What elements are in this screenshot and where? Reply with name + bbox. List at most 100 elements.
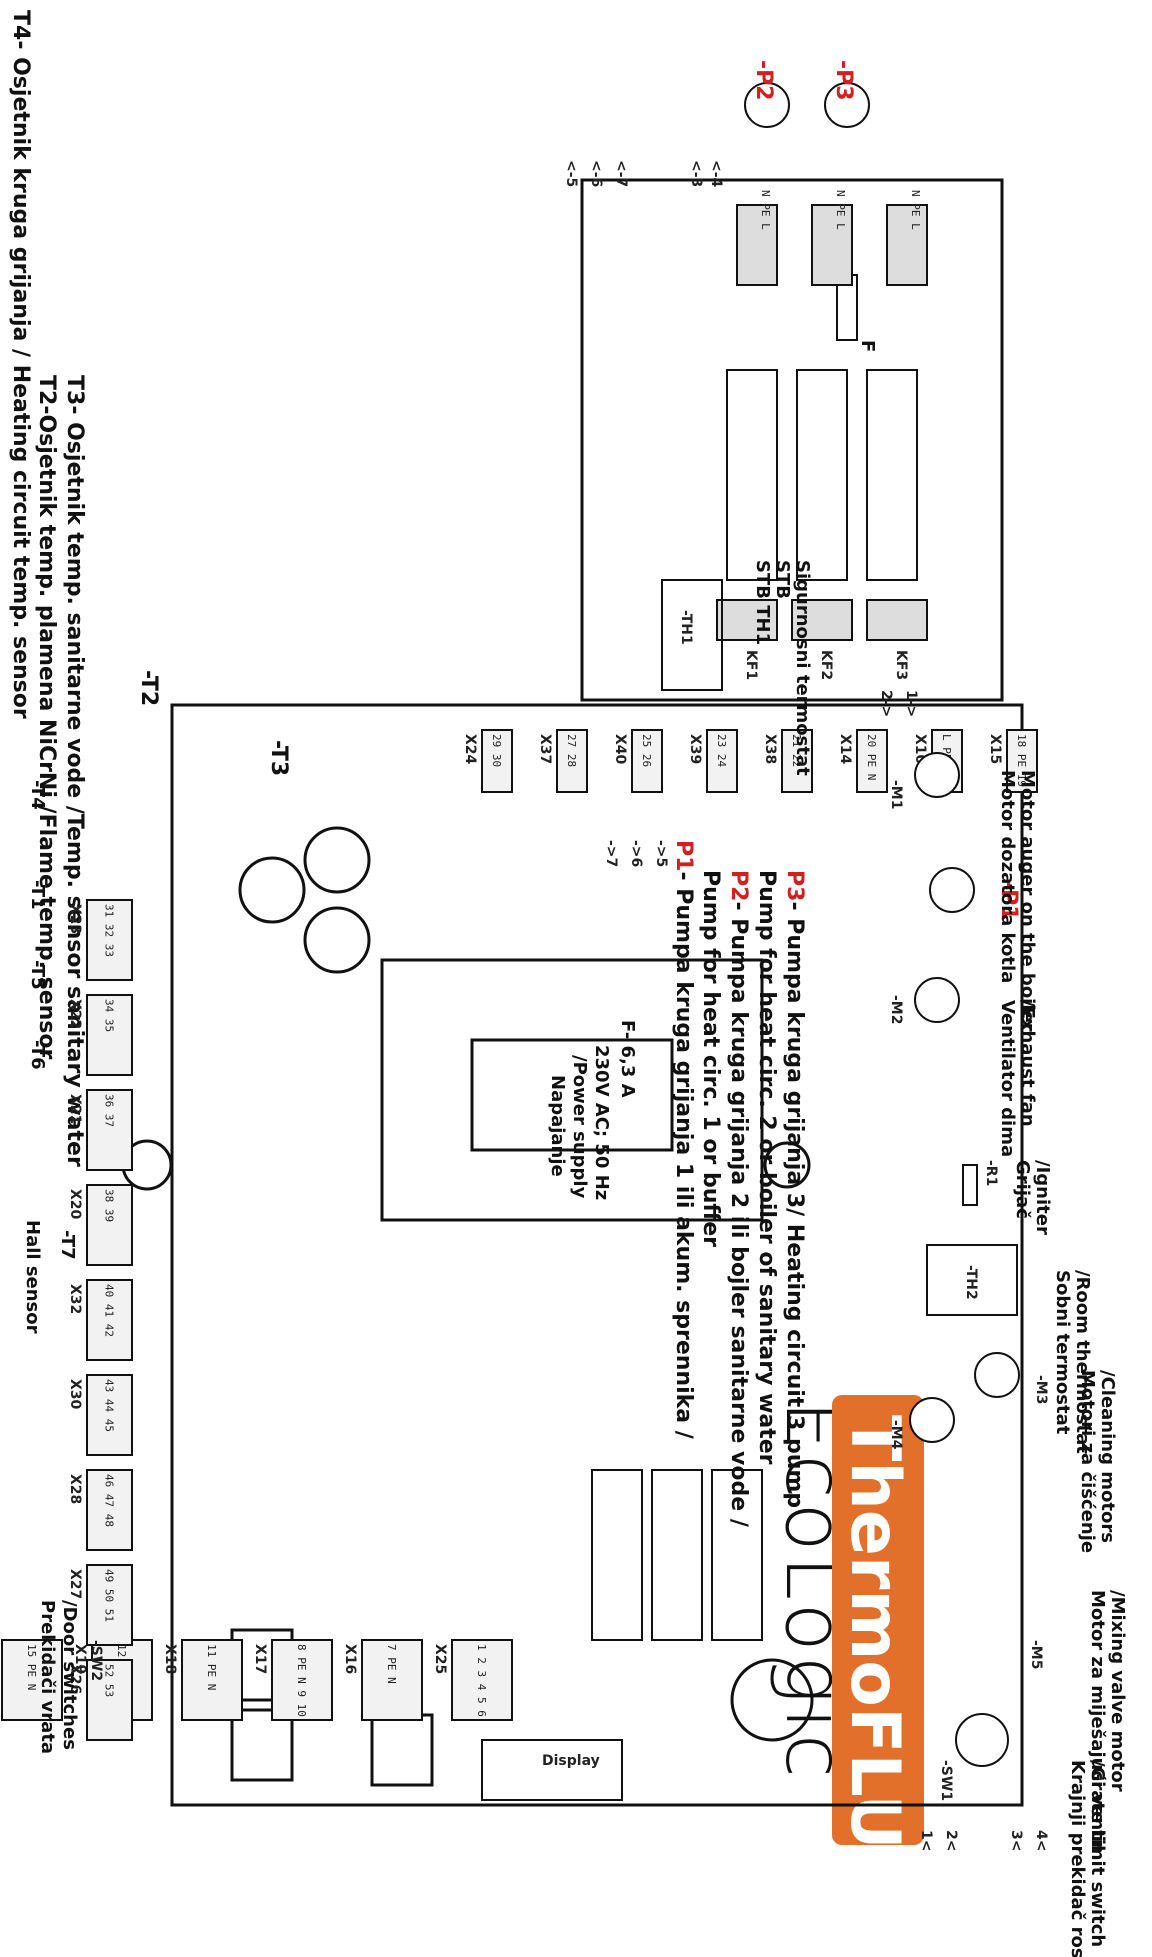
connector-body: [481, 729, 513, 793]
terminal-kf2: [791, 599, 853, 641]
legend-t2: T2-Osjetnik temp. plamena NiCrNi /Flame …: [34, 375, 59, 1060]
connector-name: X21: [67, 1094, 83, 1124]
board-relay-1: [711, 1469, 763, 1641]
display-connector: [481, 1739, 623, 1801]
legend: T4- Osjetnik kruga grijanja / Heating ci…: [8, 10, 87, 1167]
mixing-valve-motor-icon: [955, 1713, 1009, 1767]
stb-line3: Sigurnosni termostat: [792, 560, 813, 776]
rj-jack-3: [370, 1713, 434, 1787]
connector-body: [1006, 729, 1038, 793]
relay-board: F KF3 KF2 KF1 N PE L N PE L N PE L: [580, 178, 1004, 702]
connector-name: X32: [67, 1284, 83, 1314]
connector-pins: 7 PE N: [385, 1644, 398, 1684]
pump-p3-line1: - Pumpa kruga grijanja 3/ Heating circui…: [782, 901, 807, 1508]
terminal-kf3: [866, 599, 928, 641]
power-fuse: F- 6,3 A: [617, 1020, 638, 1098]
connector-name: X26: [67, 1664, 83, 1694]
connector-pins: 36 37: [103, 1094, 116, 1127]
grate-switch-code: -SW1: [938, 1760, 954, 1801]
relay-fuse-label: F: [857, 340, 878, 352]
cleaning-motors-line2: /Cleaning motors: [1097, 1370, 1118, 1543]
transformer: [380, 958, 764, 1222]
logo-thermoflux: ThermoFLUX: [835, 1415, 914, 1902]
connector-body: [181, 1639, 243, 1721]
connector-pins: 31 32 33: [103, 904, 116, 957]
connector-name: X27: [67, 1569, 83, 1599]
connector-pins: 25 26: [640, 734, 653, 767]
rj-jack-2: [230, 1708, 294, 1782]
connector-body: [86, 1564, 133, 1646]
connector-x11: X1115 PE N: [1, 1639, 63, 1721]
buzzer: [730, 1658, 814, 1742]
pump-p2-label: -P2: [751, 60, 776, 101]
svg-text:P2- Pumpa kruga grijanja 2 ili: P2- Pumpa kruga grijanja 2 ili bojler sa…: [726, 870, 751, 1528]
connector-body: [706, 729, 738, 793]
wire-ref-2: 2<: [943, 1830, 959, 1851]
legend-t4: T4- Osjetnik kruga grijanja / Heating ci…: [8, 10, 33, 719]
relay-ref-3: <-3: [688, 160, 704, 187]
connector-pins: 46 47 48: [103, 1474, 116, 1527]
relay-output-pins-3: N PE L: [759, 190, 772, 230]
wire-refs: 1< 2< 3< 4< <-5 <-6 <-7 <-3 <-4 2-> 1-> …: [563, 160, 1049, 1851]
connector-body: [86, 1089, 133, 1171]
grate-switch-line1: Krajnji prekidač rosta: [1067, 1760, 1088, 1957]
relay-right-ref-2: 2->: [878, 690, 894, 717]
mixing-valve-code: -M5: [1028, 1640, 1044, 1669]
connector-x21: X21 36 37: [67, 1089, 133, 1171]
cleaning-motor-m4-code: -M4: [888, 1420, 904, 1450]
relay-3: [866, 369, 918, 581]
connector-body: [86, 994, 133, 1076]
connector-pins: 29 30: [490, 734, 503, 767]
sensor-t6: -T6: [27, 1040, 48, 1070]
grate-switch-line2: /Grate limit switch: [1087, 1760, 1108, 1947]
x14-ref-7: ->7: [603, 840, 619, 867]
connector-body: [781, 729, 813, 793]
connector-pins: 8 PE N 9 10: [295, 1644, 308, 1717]
cleaning-motors-line1: Motori za čišćenje: [1077, 1370, 1098, 1553]
auger-motor-line2: Motor auger on the boiler: [1017, 770, 1038, 1032]
exhaust-fan-line2: /Exhaust fan: [1017, 1000, 1038, 1127]
connector-name: X15: [987, 734, 1003, 764]
connector-pins: 11 PE N: [205, 1644, 218, 1690]
pump-p2-line1: - Pumpa kruga grijanja 2 ili bojler sani…: [726, 901, 751, 1527]
capacitor-2: [303, 826, 371, 894]
connector-body: [86, 1659, 133, 1741]
relay-ref-7: <-7: [613, 160, 629, 187]
connector-pins: 20 PE N: [865, 734, 878, 780]
main-board: Display: [121, 703, 1024, 1807]
power-label-2: /Power supply: [569, 1055, 590, 1199]
x14-ref-6: ->6: [628, 840, 644, 867]
exhaust-fan-icon: [914, 977, 960, 1023]
sensor-t4: -T4: [27, 780, 48, 810]
connector-body: [86, 1279, 133, 1361]
connector-body: [856, 729, 888, 793]
relay-1: [726, 369, 778, 581]
connector-body: [361, 1639, 423, 1721]
connector-body: [86, 899, 133, 981]
relay-output-pins-2: N PE L: [834, 190, 847, 230]
legend-t3: T3- Osjetnik temp. sanitarne vode /Temp.…: [62, 375, 87, 1167]
cleaning-motor-m3-code: -M3: [1033, 1375, 1049, 1404]
wire-ref-3: 3<: [1008, 1830, 1024, 1851]
pump-p1-line1: - Pumpa kruga grijanja 1 ili akum. spren…: [671, 871, 696, 1439]
relay-board-outline: [580, 178, 1004, 702]
door-switch-code: -SW2: [88, 1640, 104, 1681]
connector-pins: 23 24: [715, 734, 728, 767]
cleaning-motor-m3-icon: [974, 1352, 1020, 1398]
connector-pins: 27 28: [565, 734, 578, 767]
connector-body: [556, 729, 588, 793]
cleaning-motor-m4-icon: [909, 1397, 955, 1443]
relay-output-pins-1: N PE L: [909, 190, 922, 230]
power-supply: Napajanje /Power supply 230V AC; 50 Hz F…: [547, 1020, 638, 1200]
auger-motor-line1: Motor dozatora kotla: [997, 770, 1018, 983]
